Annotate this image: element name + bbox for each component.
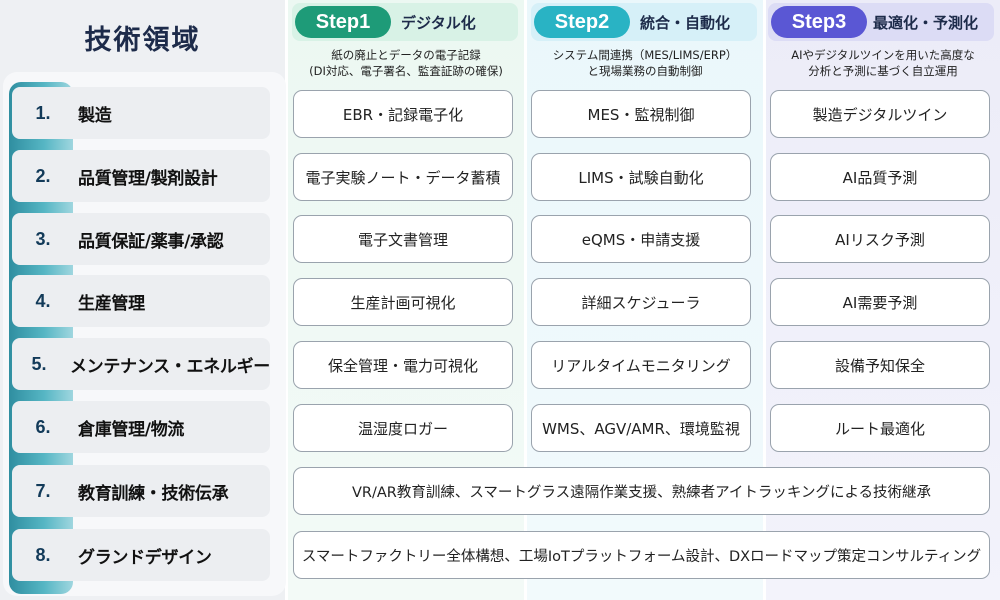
domain-row-5: 5. メンテナンス・エネルギー	[12, 338, 270, 390]
cell-row4-step2: 詳細スケジューラ	[531, 278, 751, 326]
cell-row1-step1: EBR・記録電子化	[293, 90, 513, 138]
step1-header: Step1 デジタル化	[292, 3, 518, 41]
step1-desc-line1: 紙の廃止とデータの電子記録	[331, 48, 481, 62]
domain-row-4: 4. 生産管理	[12, 275, 270, 327]
cell-row6-step1: 温湿度ロガー	[293, 404, 513, 452]
cell-row5-step1: 保全管理・電力可視化	[293, 341, 513, 389]
domain-number: 5.	[31, 353, 47, 374]
domain-number: 8.	[35, 544, 51, 565]
step1-title: デジタル化	[401, 13, 476, 32]
domain-label: 倉庫管理/物流	[78, 419, 185, 440]
cell-row4-step1: 生産計画可視化	[293, 278, 513, 326]
cell-row2-step2: LIMS・試験自動化	[531, 153, 751, 201]
cell-row5-step3: 設備予知保全	[770, 341, 990, 389]
domain-number: 3.	[35, 228, 51, 249]
step3-description: AIやデジタルツインを用いた高度な 分析と予測に基づく自立運用	[766, 47, 1000, 83]
domain-row-6: 6. 倉庫管理/物流	[12, 401, 270, 453]
cell-row4-step3: AI需要予測	[770, 278, 990, 326]
cell-row1-step3: 製造デジタルツイン	[770, 90, 990, 138]
step3-badge: Step3	[771, 6, 867, 38]
domain-label: 品質保証/薬事/承認	[78, 231, 224, 252]
domain-label: メンテナンス・エネルギー	[69, 356, 270, 377]
domain-row-2: 2. 品質管理/製剤設計	[12, 150, 270, 202]
domain-number: 2.	[35, 165, 51, 186]
domain-label: 品質管理/製剤設計	[78, 168, 218, 189]
step2-desc-line1: システム間連携（MES/LIMS/ERP）	[552, 48, 738, 62]
domain-label: 生産管理	[78, 293, 145, 314]
step1-desc-line2: (DI対応、電子署名、監査証跡の確保)	[309, 64, 503, 78]
step2-title: 統合・自動化	[640, 13, 731, 32]
step1-badge: Step1	[295, 6, 391, 38]
cell-row6-step2: WMS、AGV/AMR、環境監視	[531, 404, 751, 452]
domain-label: グランドデザイン	[78, 547, 212, 568]
domain-number: 1.	[35, 102, 51, 123]
cell-row5-step2: リアルタイムモニタリング	[531, 341, 751, 389]
step1-description: 紙の廃止とデータの電子記録 (DI対応、電子署名、監査証跡の確保)	[290, 47, 522, 83]
cell-row7-span: VR/AR教育訓練、スマートグラス遠隔作業支援、熟練者アイトラッキングによる技術…	[293, 467, 990, 515]
cell-row3-step2: eQMS・申請支援	[531, 215, 751, 263]
domain-number: 7.	[35, 480, 51, 501]
step3-desc-line2: 分析と予測に基づく自立運用	[808, 64, 958, 78]
domain-row-7: 7. 教育訓練・技術伝承	[12, 465, 270, 517]
step2-badge: Step2	[534, 6, 630, 38]
domain-row-3: 3. 品質保証/薬事/承認	[12, 213, 270, 265]
cell-row2-step3: AI品質予測	[770, 153, 990, 201]
step3-header: Step3 最適化・予測化	[768, 3, 994, 41]
cell-row3-step3: AIリスク予測	[770, 215, 990, 263]
cell-row3-step1: 電子文書管理	[293, 215, 513, 263]
step3-desc-line1: AIやデジタルツインを用いた高度な	[791, 48, 975, 62]
step2-desc-line2: と現場業務の自動制御	[587, 64, 703, 78]
step2-description: システム間連携（MES/LIMS/ERP） と現場業務の自動制御	[528, 47, 762, 83]
cell-row1-step2: MES・監視制御	[531, 90, 751, 138]
domain-number: 6.	[35, 416, 51, 437]
domain-number: 4.	[35, 290, 51, 311]
domain-row-1: 1. 製造	[12, 87, 270, 139]
step3-title: 最適化・予測化	[873, 13, 979, 32]
domain-label: 製造	[78, 105, 112, 126]
step2-header: Step2 統合・自動化	[531, 3, 757, 41]
diagram-title: 技術領域	[84, 25, 201, 56]
domain-row-8: 8. グランドデザイン	[12, 529, 270, 581]
cell-row2-step1: 電子実験ノート・データ蓄積	[293, 153, 513, 201]
domain-label: 教育訓練・技術伝承	[78, 483, 229, 504]
cell-row8-span: スマートファクトリー全体構想、工場IoTプラットフォーム設計、DXロードマップ策…	[293, 531, 990, 579]
cell-row6-step3: ルート最適化	[770, 404, 990, 452]
